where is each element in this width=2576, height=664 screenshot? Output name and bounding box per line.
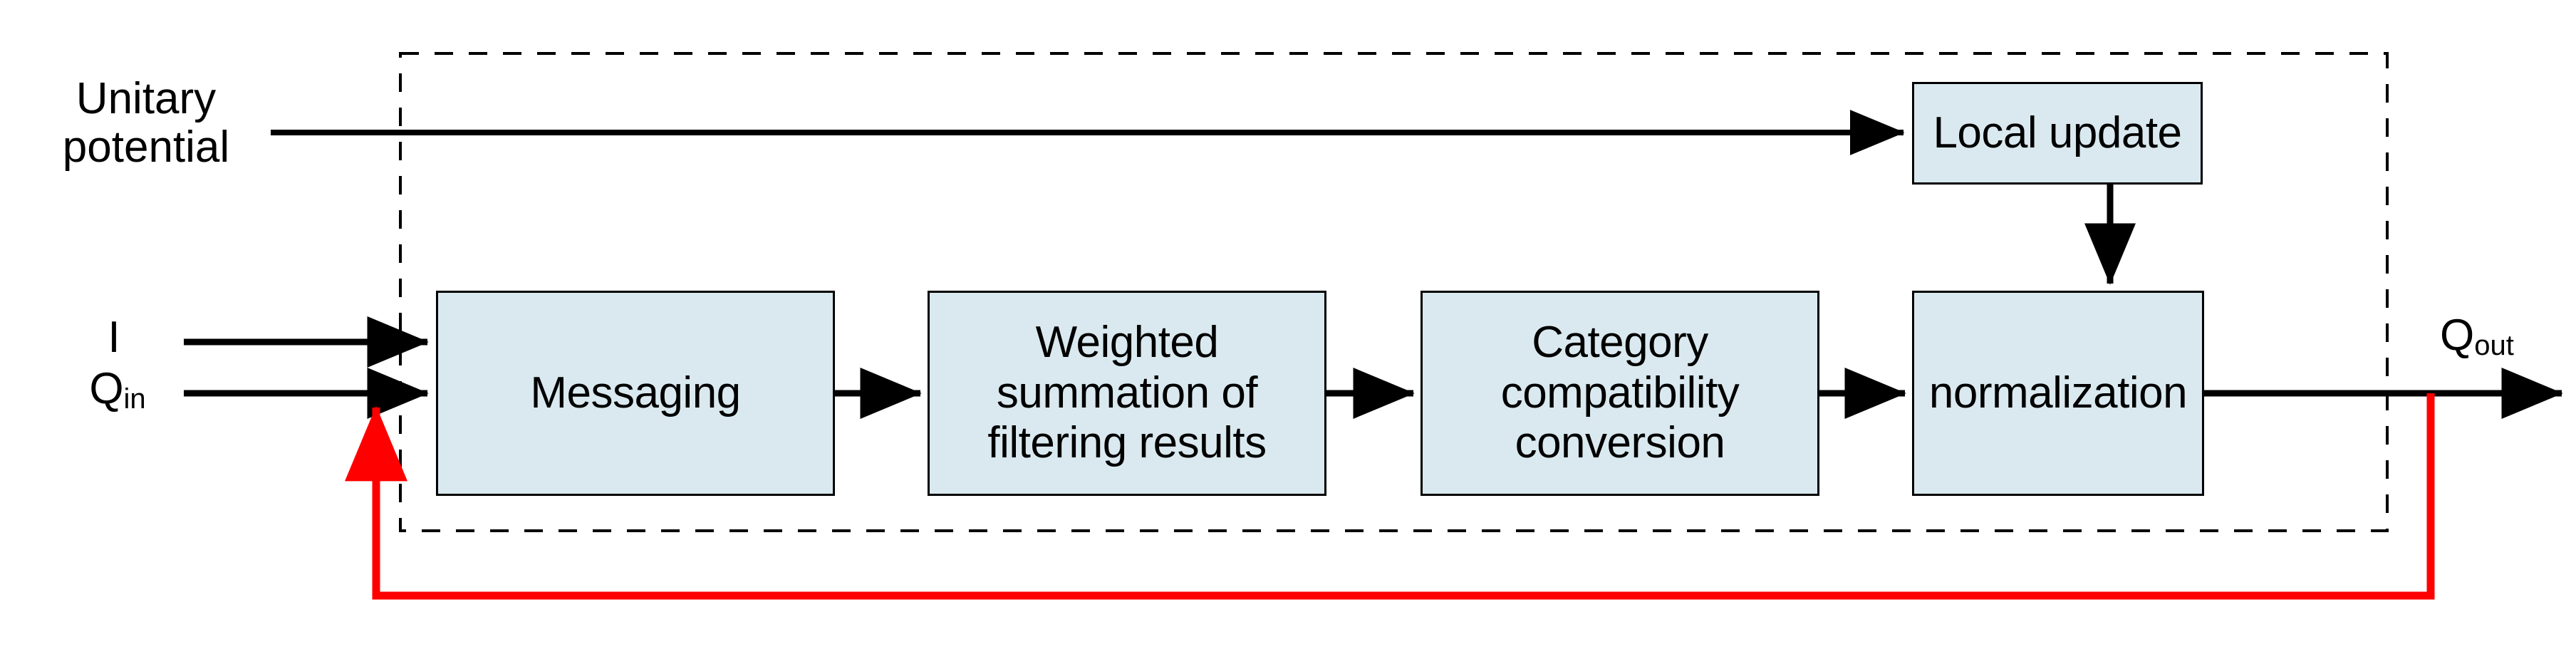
node-local-update[interactable]: Local update (1912, 82, 2203, 185)
node-messaging[interactable]: Messaging (436, 291, 835, 496)
label-unitary-potential: Unitary potential (62, 74, 230, 172)
label-input-i: I (108, 313, 120, 362)
edge-qout-feedback-to-qin (345, 393, 2435, 600)
dashed-group-box (399, 52, 2389, 532)
node-category-compatibility-conversion[interactable]: Category compatibility conversion (1421, 291, 1819, 496)
node-normalization[interactable]: normalization (1912, 291, 2204, 496)
label-input-qin-base: Q (89, 364, 124, 413)
label-input-qin-subscript: in (123, 383, 146, 415)
label-output-qout-subscript: out (2474, 330, 2514, 362)
label-input-qin: Qin (57, 364, 178, 415)
node-weighted-summation[interactable]: Weighted summation of filtering results (928, 291, 1326, 496)
label-output-qout-base: Q (2440, 311, 2475, 360)
label-output-qout: Qout (2440, 311, 2575, 361)
